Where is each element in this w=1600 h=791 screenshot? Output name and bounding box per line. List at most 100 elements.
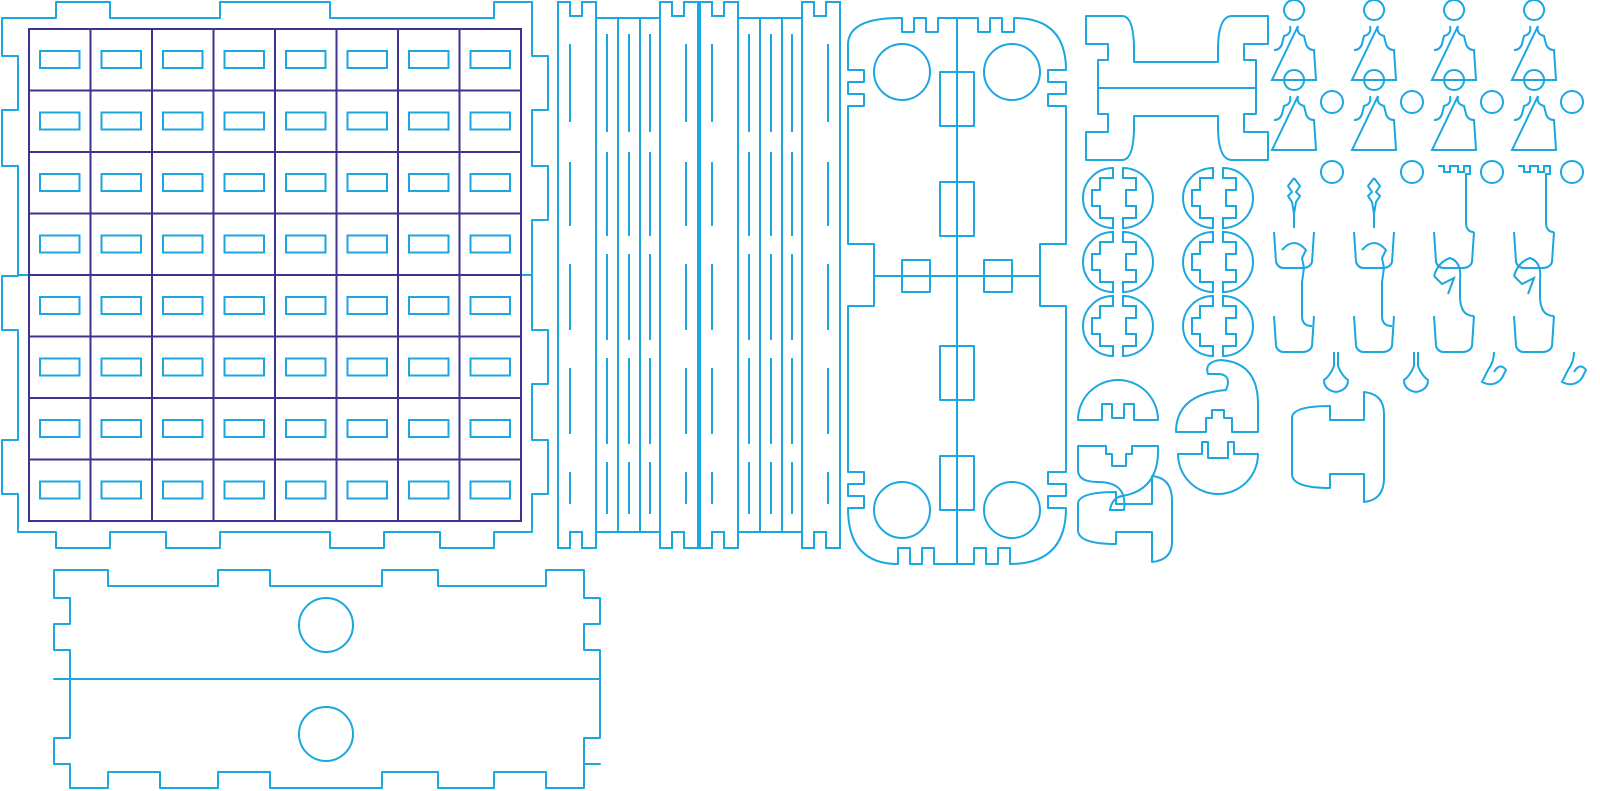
round-clip-left-half xyxy=(1182,230,1214,294)
king-a-crown xyxy=(1361,242,1393,327)
board-square-slot xyxy=(408,173,450,192)
bishop-a-crown xyxy=(1286,177,1302,228)
hook-part-left xyxy=(1077,445,1160,511)
board-square-slot xyxy=(39,173,81,192)
tray-hole-br xyxy=(983,481,1041,539)
board-square-slot xyxy=(346,234,388,254)
board-square-slot xyxy=(162,357,204,377)
chess-pieces xyxy=(1270,0,1588,394)
board-square-slot xyxy=(285,111,327,131)
semicircle-clip-bottom xyxy=(1177,441,1259,495)
board-square-slot xyxy=(346,111,388,131)
tray-slot-3 xyxy=(939,345,975,401)
board-square-slot xyxy=(408,50,450,69)
board-square-slot xyxy=(162,296,204,315)
strip-panel-outline xyxy=(699,1,841,549)
round-clip-right-half xyxy=(1222,230,1254,294)
round-clip-left-half xyxy=(1082,294,1114,358)
pawn-mid-head xyxy=(1283,69,1306,91)
board-square-slot xyxy=(285,173,327,192)
knight-a-head xyxy=(1433,256,1475,317)
pawn-mid-body xyxy=(1270,95,1318,151)
board-square-slot xyxy=(162,419,204,438)
pawn-mid-head xyxy=(1523,69,1546,91)
board-square-slot xyxy=(100,234,142,254)
pawn-top-inverted-head xyxy=(1320,90,1344,114)
round-clip-right-half xyxy=(1122,294,1154,358)
board-square-slot xyxy=(162,234,204,254)
board-square-slot xyxy=(162,173,204,192)
tray-panel xyxy=(847,17,1067,565)
board-slots xyxy=(39,50,511,500)
board-square-slot xyxy=(469,480,511,500)
pawn-top-inverted-head xyxy=(1400,90,1424,114)
board-square-slot xyxy=(285,419,327,438)
tray-slot-1 xyxy=(939,71,975,127)
board-square-slot xyxy=(469,50,511,69)
curved-parts xyxy=(1077,359,1385,563)
board-square-slot xyxy=(162,111,204,131)
pawn-top-inverted-head xyxy=(1560,90,1584,114)
queen-a-crown xyxy=(1281,242,1313,327)
tray-slot-4 xyxy=(939,455,975,511)
board-square-slot xyxy=(100,296,142,315)
round-clip-right-half xyxy=(1122,230,1154,294)
rook-a-battlement xyxy=(1438,165,1475,233)
round-clip-left-half xyxy=(1182,166,1214,230)
round-clip xyxy=(1082,166,1154,230)
board-square-slot xyxy=(162,480,204,500)
pawn-top-head xyxy=(1363,0,1386,21)
chessboard-panel xyxy=(1,1,549,549)
round-clip xyxy=(1182,166,1254,230)
strip-panel-right xyxy=(699,1,841,549)
board-square-slot xyxy=(223,111,265,131)
pawn-top-head xyxy=(1523,0,1546,21)
board-square-slot xyxy=(408,296,450,315)
pawn-mid-body xyxy=(1350,95,1398,151)
tray-hole-tr xyxy=(983,43,1041,101)
side-panel-hole-bottom xyxy=(298,706,354,762)
tray-slot-2 xyxy=(939,181,975,237)
knight-a-base xyxy=(1433,315,1475,353)
pawn-top-body xyxy=(1510,25,1558,81)
board-square-slot xyxy=(469,173,511,192)
board-square-slot xyxy=(408,357,450,377)
pawn-mid-inverted-head xyxy=(1480,160,1504,184)
board-grid xyxy=(28,28,522,522)
round-clips xyxy=(1082,166,1254,358)
board-square-slot xyxy=(469,357,511,377)
board-square-slot xyxy=(223,419,265,438)
tray-slot-left xyxy=(901,259,931,293)
c-bracket-right xyxy=(1291,391,1385,503)
board-square-slot xyxy=(469,296,511,315)
board-outline xyxy=(1,1,549,549)
board-square-slot xyxy=(100,50,142,69)
rook-b-battlement xyxy=(1518,165,1555,233)
board-square-slot xyxy=(408,111,450,131)
pawn-top-inverted-head xyxy=(1480,90,1504,114)
pawn-mid-head xyxy=(1443,69,1466,91)
board-square-slot xyxy=(100,173,142,192)
board-square-slot xyxy=(285,357,327,377)
board-square-slot xyxy=(223,234,265,254)
c-bracket-left xyxy=(1077,475,1173,563)
knight-b-head xyxy=(1513,256,1555,317)
pawn-mid-head xyxy=(1363,69,1386,91)
round-clip-right-half xyxy=(1222,166,1254,230)
board-square-slot xyxy=(162,50,204,69)
pawn-top-body xyxy=(1350,25,1398,81)
pawn-top-body xyxy=(1430,25,1478,81)
knight-inverted-b xyxy=(1560,351,1588,386)
board-square-slot xyxy=(39,111,81,131)
board-square-slot xyxy=(285,480,327,500)
board-square-slot xyxy=(100,480,142,500)
board-square-slot xyxy=(223,50,265,69)
board-square-slot xyxy=(346,419,388,438)
pawn-mid-inverted-head xyxy=(1320,160,1344,184)
round-clip xyxy=(1082,294,1154,358)
box-side-panel xyxy=(53,569,601,789)
pawn-mid-body xyxy=(1510,95,1558,151)
board-square-slot xyxy=(100,419,142,438)
pawn-top-head xyxy=(1283,0,1306,21)
